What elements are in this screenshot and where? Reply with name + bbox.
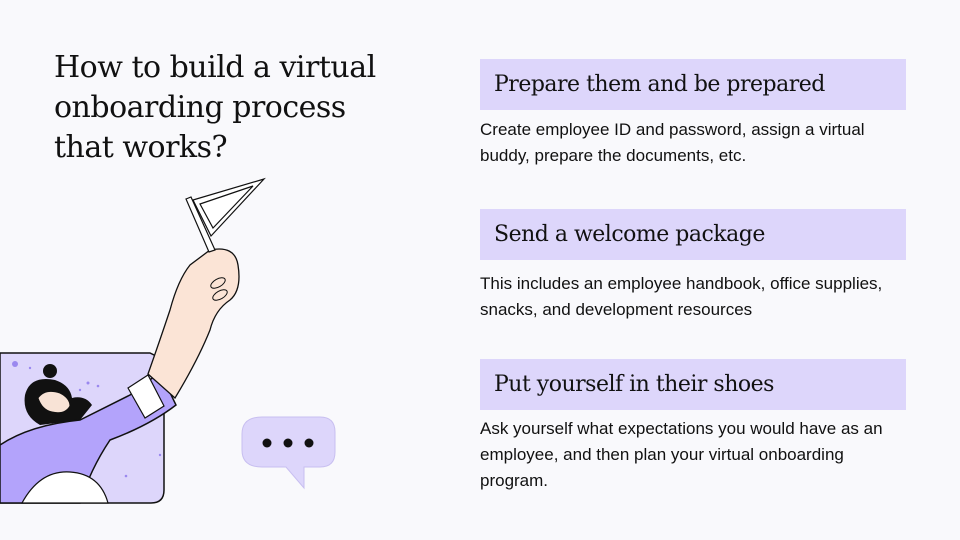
speckle-dots: [12, 361, 162, 478]
sleeve-cuff: [127, 374, 165, 419]
step-1-body: Create employee ID and password, assign …: [480, 120, 865, 165]
step-3-heading: Put yourself in their shoes: [480, 359, 906, 410]
onboarding-illustration: [0, 177, 336, 504]
raised-arm: [147, 248, 240, 400]
face: [37, 390, 71, 414]
step-2-body: This includes an employee handbook, offi…: [480, 274, 883, 319]
bottom-shape: [20, 471, 109, 504]
step-2-heading: Send a welcome package: [480, 209, 906, 260]
page-title: How to build a virtual onboarding proces…: [54, 50, 376, 165]
flag-icon: [185, 177, 266, 253]
torso-sleeve: [0, 370, 177, 504]
hair-bun: [43, 364, 57, 378]
chat-bubble-icon: [241, 416, 336, 490]
step-1-heading: Prepare them and be prepared: [480, 59, 906, 110]
step-3-body: Ask yourself what expectations you would…: [480, 419, 883, 490]
